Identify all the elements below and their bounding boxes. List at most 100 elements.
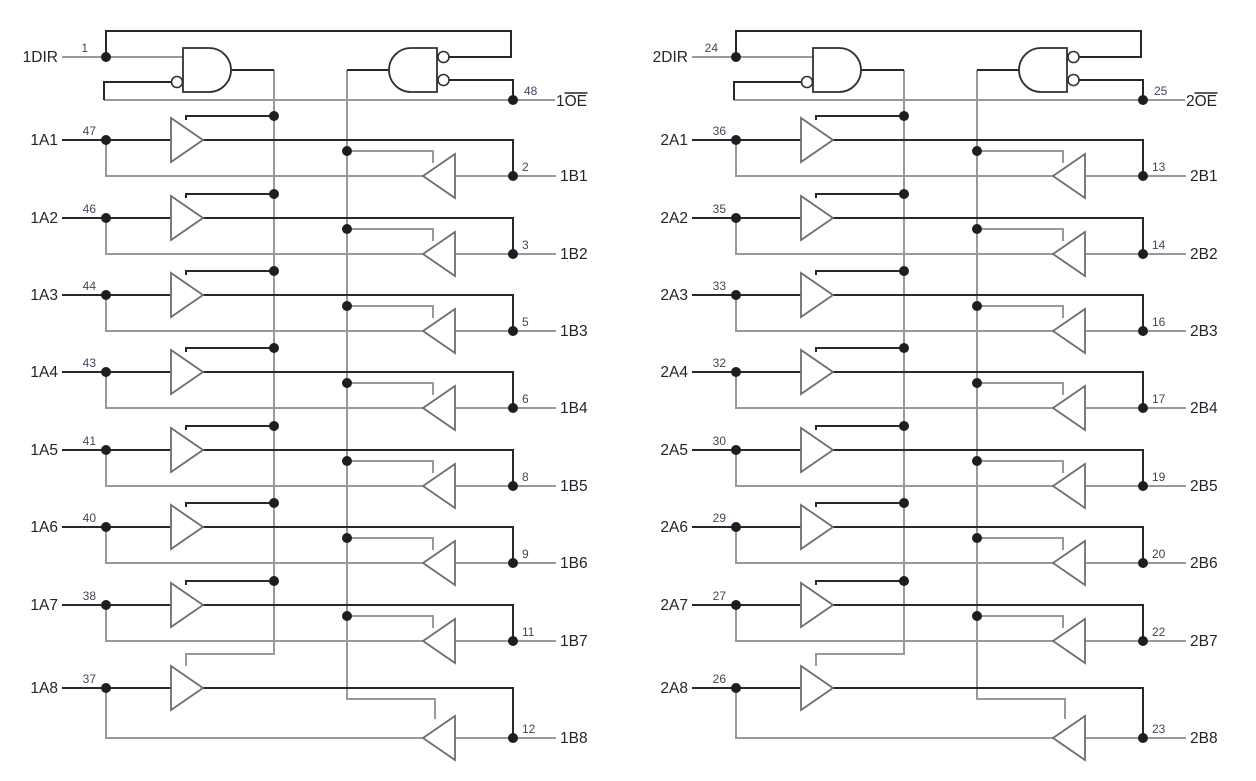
- a-port-label: 1A2: [30, 210, 58, 227]
- a-enable-tap: [185, 425, 274, 430]
- inverting-input-bubble-icon: [437, 73, 450, 87]
- b-to-a-buffer: [1051, 714, 1086, 762]
- a-pin-junction-dot: [731, 522, 741, 532]
- a-pin-number: 29: [713, 511, 727, 525]
- b-enable-junction-dot: [972, 533, 982, 543]
- b-to-a-return-wire: [105, 450, 423, 487]
- b-to-a-return-wire: [105, 688, 423, 739]
- a-enable-junction-dot: [269, 498, 279, 508]
- oe-to-a-gate-wire: [733, 81, 801, 100]
- a-to-b-buffer: [800, 664, 835, 712]
- oe-label-prefix: 1: [556, 93, 565, 110]
- b-pin-number: 22: [1152, 625, 1166, 639]
- b-to-a-return-wire: [105, 295, 423, 332]
- dir-pin-number: 24: [705, 41, 719, 55]
- b-pin-number: 16: [1152, 315, 1166, 329]
- a-to-b-wire: [833, 217, 1144, 254]
- b-to-a-buffer: [421, 462, 456, 510]
- b-port-label: 1B2: [560, 246, 588, 263]
- b-enable-tap: [347, 382, 434, 395]
- b-port-label: 2B5: [1190, 478, 1218, 495]
- a-to-b-wire: [833, 687, 1144, 738]
- dir-label: 2DIR: [653, 49, 688, 66]
- b-enable-junction-dot: [342, 611, 352, 621]
- oe-to-b-gate-wire: [1079, 79, 1144, 100]
- a-enable-junction-dot: [269, 576, 279, 586]
- b-enable-junction-dot: [972, 146, 982, 156]
- a-port-label: 2A1: [660, 132, 688, 149]
- a-to-b-buffer: [800, 194, 835, 242]
- a-port-label: 2A5: [660, 442, 688, 459]
- a-enable-tap: [185, 347, 274, 352]
- a-pin-junction-dot: [101, 683, 111, 693]
- a-to-b-wire: [203, 687, 514, 738]
- b-to-a-buffer: [1051, 539, 1086, 587]
- a-to-b-wire: [833, 139, 1144, 176]
- a-pin-number: 32: [713, 356, 727, 370]
- b-to-a-buffer: [1051, 152, 1086, 200]
- a-port-label: 1A6: [30, 519, 58, 536]
- a-pin-number: 43: [83, 356, 97, 370]
- b-port-label: 1B5: [560, 478, 588, 495]
- a-to-b-wire: [833, 604, 1144, 641]
- b-pin-junction-dot: [1138, 636, 1148, 646]
- b-port-label: 1B8: [560, 730, 588, 747]
- a-pin-number: 44: [83, 279, 97, 293]
- oe-label: 1OE: [556, 93, 587, 110]
- a-enable-tap: [815, 502, 904, 507]
- oe-junction-dot: [508, 95, 518, 105]
- a-enable-junction-dot: [899, 266, 909, 276]
- oe-to-a-gate-wire: [103, 81, 171, 100]
- b-enable-tap: [347, 305, 434, 318]
- a-enable-and-gate: [182, 47, 232, 93]
- b-to-a-buffer: [1051, 230, 1086, 278]
- b-enable-junction-dot: [342, 378, 352, 388]
- a-pin-number: 26: [713, 672, 727, 686]
- dir-pin-number: 1: [81, 41, 88, 55]
- b-to-a-return-wire: [105, 527, 423, 564]
- inverting-input-bubble-icon: [170, 75, 184, 89]
- b-to-a-buffer: [421, 307, 456, 355]
- a-to-b-buffer: [170, 664, 205, 712]
- a-port-label: 1A5: [30, 442, 58, 459]
- b-enable-junction-dot: [972, 224, 982, 234]
- a-enable-junction-dot: [899, 343, 909, 353]
- a-enable-junction-dot: [899, 111, 909, 121]
- inverting-input-bubble-icon: [437, 50, 450, 64]
- b-enable-tap: [347, 228, 434, 241]
- a-pin-number: 37: [83, 672, 97, 686]
- dir-label: 1DIR: [23, 49, 58, 66]
- a-port-label: 1A1: [30, 132, 58, 149]
- a-pin-junction-dot: [731, 290, 741, 300]
- a-to-b-wire: [833, 371, 1144, 408]
- b-enable-tap: [977, 615, 1064, 628]
- a-to-b-buffer: [170, 426, 205, 474]
- b-to-a-return-wire: [735, 688, 1053, 739]
- a-enable-tap: [185, 580, 274, 585]
- a-to-b-buffer: [170, 116, 205, 164]
- a-pin-number: 47: [83, 124, 97, 138]
- a-to-b-buffer: [170, 271, 205, 319]
- b-to-a-buffer: [1051, 384, 1086, 432]
- a-port-label: 2A8: [660, 680, 688, 697]
- b-enable-junction-dot: [342, 533, 352, 543]
- b-port-label: 2B7: [1190, 633, 1218, 650]
- b-port-label: 2B2: [1190, 246, 1218, 263]
- a-to-b-wire: [203, 294, 514, 331]
- a-enable-tap: [815, 115, 904, 120]
- b-enable-tap: [977, 150, 1064, 163]
- a-enable-junction-dot: [269, 421, 279, 431]
- oe-label: 2OE: [1186, 93, 1217, 110]
- b-enable-rail: [976, 70, 1066, 719]
- a-enable-junction-dot: [269, 189, 279, 199]
- a-port-label: 1A4: [30, 364, 58, 381]
- b-enable-and-gate: [388, 47, 438, 93]
- a-port-label: 1A3: [30, 287, 58, 304]
- b-pin-number: 23: [1152, 722, 1166, 736]
- a-enable-tap: [185, 193, 274, 198]
- b-enable-tap: [347, 460, 434, 473]
- a-enable-junction-dot: [899, 576, 909, 586]
- a-to-b-buffer: [800, 426, 835, 474]
- b-pin-number: 5: [522, 315, 529, 329]
